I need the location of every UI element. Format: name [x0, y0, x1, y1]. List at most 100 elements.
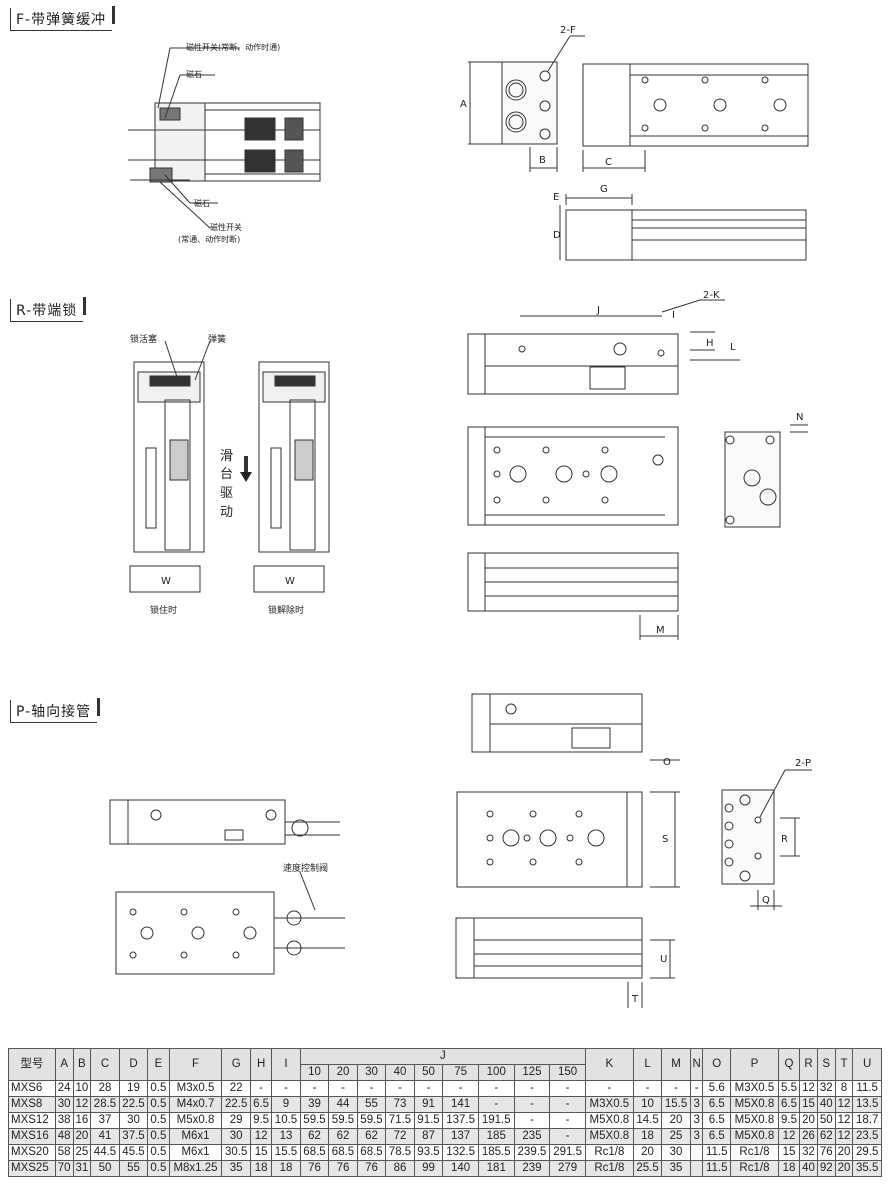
th-n: N — [689, 1048, 704, 1081]
table-cell: Rc1/8 — [584, 1160, 634, 1177]
f-magnet-bottom-label: 磁石 — [194, 198, 210, 208]
table-cell: 44 — [328, 1096, 358, 1113]
table-cell: 91.5 — [413, 1112, 444, 1129]
table-subheader-row: 10 20 30 40 50 75 100 125 150 — [9, 1064, 882, 1081]
table-cell: 37.5 — [118, 1128, 149, 1145]
table-cell: 20 — [661, 1112, 691, 1129]
table-cell: 55 — [118, 1160, 149, 1177]
th-j-sub: 125 — [513, 1064, 551, 1081]
f-dim-e: E — [553, 192, 559, 203]
th-j-sub: 40 — [385, 1064, 415, 1081]
table-cell: - — [549, 1080, 586, 1097]
table-cell: 15 — [249, 1144, 273, 1161]
th-k: K — [584, 1048, 634, 1081]
table-cell: 72 — [385, 1128, 415, 1145]
table-cell: 62 — [356, 1128, 387, 1145]
table-cell: 18.7 — [852, 1112, 882, 1129]
table-cell: 5.6 — [702, 1080, 732, 1097]
table-cell: 0.5 — [147, 1128, 170, 1145]
model-cell: MXS25 — [8, 1160, 56, 1177]
model-cell: MXS16 — [8, 1128, 56, 1145]
table-cell: M3x0.5 — [168, 1080, 223, 1097]
table-cell: 19 — [118, 1080, 149, 1097]
th-t: T — [834, 1048, 854, 1081]
table-cell: 26 — [799, 1128, 818, 1145]
p-dim-p: 2-P — [795, 758, 811, 769]
table-cell: 35 — [221, 1160, 251, 1177]
r-lock-piston-label: 锁活塞 — [130, 333, 157, 345]
table-cell: 9.5 — [777, 1112, 801, 1129]
r-dim-j: J — [596, 305, 600, 316]
section-title-f: F-带弹簧缓冲 — [10, 6, 116, 31]
th-j-sub: 150 — [549, 1064, 586, 1081]
table-cell: 30 — [661, 1144, 691, 1161]
th-j-sub: 75 — [442, 1064, 479, 1081]
table-cell: 239.5 — [513, 1144, 551, 1161]
spec-table: 型号 A B C D E F G H I J K L M N O P Q R S… — [8, 1048, 882, 1177]
model-cell: MXS20 — [8, 1144, 56, 1161]
f-dim-d: D — [553, 230, 561, 241]
r-drive-text-3: 驱 — [220, 486, 233, 501]
table-cell: 35.5 — [852, 1160, 882, 1177]
section-title-r: R-带端锁 — [10, 297, 87, 322]
table-cell: 68.5 — [328, 1144, 358, 1161]
table-cell: 191.5 — [477, 1112, 515, 1129]
table-cell: 68.5 — [356, 1144, 387, 1161]
th-o: O — [702, 1048, 732, 1081]
table-cell: 0.5 — [147, 1144, 170, 1161]
table-cell: 6.5 — [249, 1096, 273, 1113]
f-cross-section — [128, 47, 321, 229]
table-cell: Rc1/8 — [584, 1144, 634, 1161]
model-cell: MXS12 — [8, 1112, 56, 1129]
table-cell: 71.5 — [385, 1112, 415, 1129]
table-cell: 140 — [442, 1160, 479, 1177]
th-e: E — [147, 1048, 170, 1081]
table-cell: 0.5 — [147, 1112, 170, 1129]
f-dim-f: 2-F — [560, 25, 576, 36]
p-dim-q: Q — [762, 895, 770, 906]
model-cell: MXS6 — [8, 1080, 56, 1097]
r-spring-label: 弹簧 — [208, 333, 226, 345]
th-a: A — [54, 1048, 74, 1081]
p-dim-r: R — [781, 834, 788, 845]
table-cell: 0.5 — [147, 1096, 170, 1113]
table-cell: 30 — [54, 1096, 74, 1113]
table-cell: 55 — [356, 1096, 387, 1113]
table-cell: - — [477, 1080, 515, 1097]
p-right-side-view — [455, 917, 675, 1008]
table-cell: 58 — [54, 1144, 74, 1161]
table-cell: 6.5 — [702, 1128, 732, 1145]
table-cell: 13 — [271, 1128, 301, 1145]
th-j-sub: 20 — [328, 1064, 358, 1081]
th-j-sub: 10 — [299, 1064, 330, 1081]
r-dim-n: N — [796, 412, 803, 423]
table-cell: - — [513, 1112, 551, 1129]
f-dim-a: A — [460, 99, 467, 110]
th-m: M — [661, 1048, 691, 1081]
table-cell: 9.5 — [249, 1112, 273, 1129]
th-j: J — [299, 1048, 586, 1065]
table-cell: 59.5 — [328, 1112, 358, 1129]
f-switch-bottom-label: 磁性开关 — [210, 222, 242, 232]
th-g: G — [221, 1048, 251, 1081]
r-w-left: W — [161, 576, 171, 587]
p-right-plan-view — [456, 759, 680, 888]
table-cell: M3X0.5 — [584, 1096, 634, 1113]
table-cell: 181 — [477, 1160, 515, 1177]
table-cell: - — [413, 1080, 444, 1097]
table-cell: 25 — [661, 1128, 691, 1145]
table-cell: 50 — [816, 1112, 836, 1129]
table-cell: M4x0.7 — [168, 1096, 223, 1113]
table-cell: - — [513, 1080, 551, 1097]
technical-drawings: 磁性开关(常断、动作时通) 磁石 磁石 磁性开关 (常通、动作时断) A B 2… — [109, 25, 812, 1008]
f-side-view — [559, 194, 807, 261]
table-cell: 235 — [513, 1128, 551, 1145]
table-cell: 18 — [271, 1160, 301, 1177]
table-cell: - — [661, 1080, 691, 1097]
table-cell: 18 — [777, 1160, 801, 1177]
table-cell: 11.5 — [852, 1080, 882, 1097]
table-cell: 59.5 — [356, 1112, 387, 1129]
f-end-view — [468, 35, 585, 172]
